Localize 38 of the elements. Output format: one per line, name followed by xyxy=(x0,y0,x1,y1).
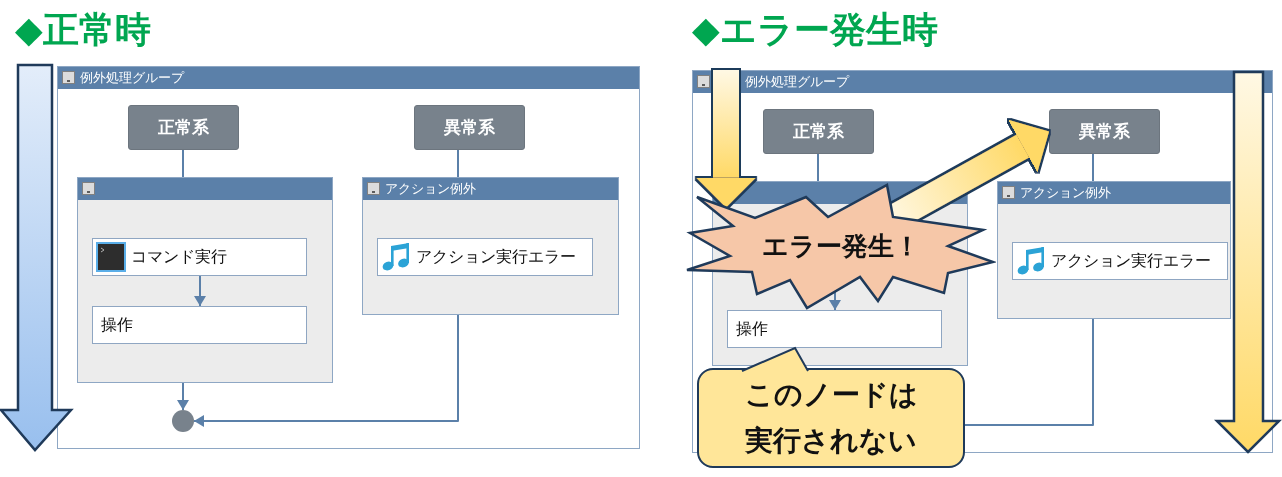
group-panel xyxy=(77,177,333,383)
action-label: アクション実行エラー xyxy=(1051,251,1211,271)
group-title: アクション例外 xyxy=(385,180,476,198)
group-panel xyxy=(57,66,640,449)
group-panel xyxy=(997,181,1231,319)
action-node xyxy=(727,310,942,348)
connector-line xyxy=(1092,153,1094,182)
branch-node: 異常系 xyxy=(414,105,525,150)
action-label: 操作 xyxy=(101,315,133,335)
section-heading: ◆正常時 xyxy=(15,8,151,52)
branch-node: 正常系 xyxy=(763,109,874,154)
action-label: 操作 xyxy=(736,319,768,339)
arrow xyxy=(194,275,206,307)
block-arrow xyxy=(696,70,756,208)
arrow xyxy=(177,382,189,411)
group-title: アクション例外 xyxy=(1020,184,1111,202)
arrow xyxy=(829,290,841,311)
group-title: 例外処理グループ xyxy=(80,69,184,87)
action-node xyxy=(377,238,593,276)
arrow xyxy=(193,314,459,427)
callout-tail xyxy=(741,346,809,372)
group-title: 例外処理グループ xyxy=(745,73,849,91)
callout-text: このノードは実行されない xyxy=(744,377,918,459)
section-heading: ◆エラー発生時 xyxy=(692,8,938,52)
branch-node: 正常系 xyxy=(128,105,239,150)
action-label: コマンド実行 xyxy=(131,247,227,267)
merge-circle xyxy=(172,410,194,432)
group-panel xyxy=(362,177,619,315)
action-node xyxy=(92,306,307,344)
connector-line xyxy=(457,149,459,178)
connector-line xyxy=(817,153,819,182)
branch-node: 異常系 xyxy=(1049,109,1160,154)
action-node xyxy=(92,238,307,276)
connector-line xyxy=(964,318,1094,426)
action-node xyxy=(1012,242,1228,280)
connector-line xyxy=(182,149,184,178)
burst-label: エラー発生！ xyxy=(762,231,920,263)
action-label: アクション実行エラー xyxy=(416,247,576,267)
